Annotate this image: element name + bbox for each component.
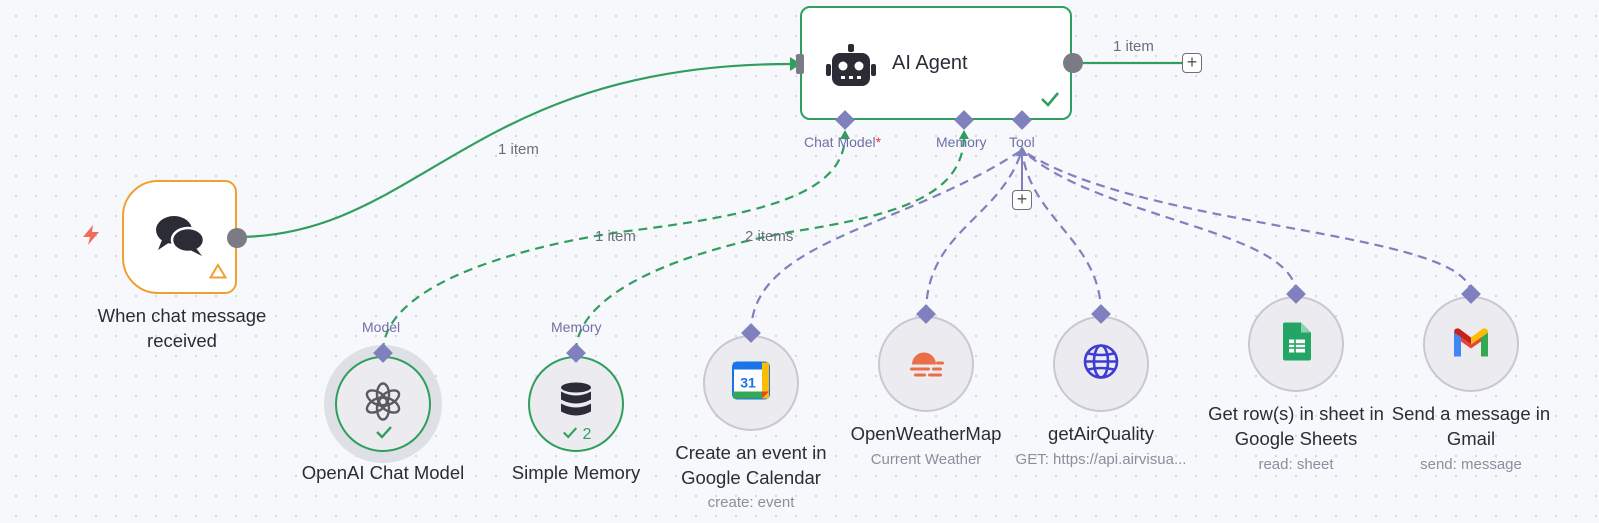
airquality-label: getAirQuality xyxy=(1048,423,1154,444)
openai-port-label: Model xyxy=(362,319,401,335)
globe-icon xyxy=(1082,343,1120,386)
weather-label: OpenWeatherMap xyxy=(850,423,1002,444)
openai-chat-model-node[interactable] xyxy=(335,356,431,452)
success-check-icon xyxy=(375,425,393,444)
trigger-label: When chat message received xyxy=(97,305,267,351)
gmail-tool-connection[interactable] xyxy=(1021,149,1473,295)
trigger-output-count: 1 item xyxy=(498,141,539,158)
model-arrow-head xyxy=(840,130,850,139)
chat-model-port-label: Chat Model* xyxy=(804,134,882,150)
calendar-subtitle: create: event xyxy=(707,494,795,511)
openweathermap-node[interactable] xyxy=(878,316,974,412)
sheets-subtitle: read: sheet xyxy=(1258,456,1334,473)
getairquality-node[interactable] xyxy=(1053,316,1149,412)
calendar-label: Create an event in Google Calendar xyxy=(675,442,827,488)
agent-output-handle[interactable] xyxy=(1063,53,1083,73)
chat-trigger-node[interactable] xyxy=(122,180,237,294)
memory-port-label: Memory xyxy=(936,134,987,150)
memory-node-port-label: Memory xyxy=(551,319,602,335)
agent-title: AI Agent xyxy=(892,52,968,74)
model-edge-count: 1 item xyxy=(595,228,636,245)
gmail-subtitle: send: message xyxy=(1420,456,1522,473)
openai-icon xyxy=(363,382,403,427)
tool-port-label: Tool xyxy=(1009,134,1035,150)
simple-memory-node[interactable]: 2 xyxy=(528,356,624,452)
add-next-node-button[interactable]: + xyxy=(1182,53,1202,73)
memory-connection[interactable] xyxy=(574,134,966,353)
gmail-node[interactable] xyxy=(1423,296,1519,392)
google-calendar-node[interactable]: 31 xyxy=(703,335,799,431)
memory-label: Simple Memory xyxy=(511,462,641,483)
memory-run-count: 2 xyxy=(582,426,592,443)
gmail-icon xyxy=(1451,327,1491,362)
google-sheets-icon xyxy=(1281,322,1311,366)
arrow-head xyxy=(790,57,801,71)
ai-agent-node[interactable]: AI Agent xyxy=(800,6,1072,120)
trigger-bolt-icon xyxy=(80,224,102,251)
robot-icon xyxy=(826,44,876,93)
agent-input-handle[interactable] xyxy=(796,54,804,74)
database-icon xyxy=(559,382,593,427)
trigger-to-agent-connection[interactable] xyxy=(235,62,791,239)
trigger-output-handle[interactable] xyxy=(227,228,247,248)
calendar-tool-connection[interactable] xyxy=(749,149,1023,334)
sheets-tool-connection[interactable] xyxy=(1021,149,1298,295)
success-check-icon xyxy=(563,427,578,439)
memory-edge-count: 2 items xyxy=(745,228,794,245)
weather-subtitle: Current Weather xyxy=(870,451,982,468)
chat-bubbles-icon xyxy=(154,214,206,263)
google-sheets-node[interactable] xyxy=(1248,296,1344,392)
calendar-day: 31 xyxy=(740,375,756,391)
tool-arrow-head xyxy=(1016,146,1028,156)
airquality-subtitle: GET: https://api.airvisua... xyxy=(1015,451,1187,468)
memory-arrow-head xyxy=(959,130,969,139)
airquality-tool-connection[interactable] xyxy=(1020,149,1103,315)
weather-icon xyxy=(906,345,946,384)
tool-connections xyxy=(749,149,1473,334)
weather-tool-connection[interactable] xyxy=(924,149,1024,315)
success-check-icon xyxy=(1040,91,1060,112)
google-calendar-icon: 31 xyxy=(732,361,770,405)
sheets-label: Get row(s) in sheet in Google Sheets xyxy=(1208,403,1384,449)
openai-label: OpenAI Chat Model xyxy=(301,462,465,483)
memory-status: 2 xyxy=(562,426,591,444)
model-connection[interactable] xyxy=(381,134,847,353)
gmail-label: Send a message in Gmail xyxy=(1391,403,1551,449)
agent-output-count: 1 item xyxy=(1113,38,1154,55)
add-tool-button[interactable]: + xyxy=(1012,190,1032,210)
warning-triangle-icon xyxy=(208,263,228,284)
